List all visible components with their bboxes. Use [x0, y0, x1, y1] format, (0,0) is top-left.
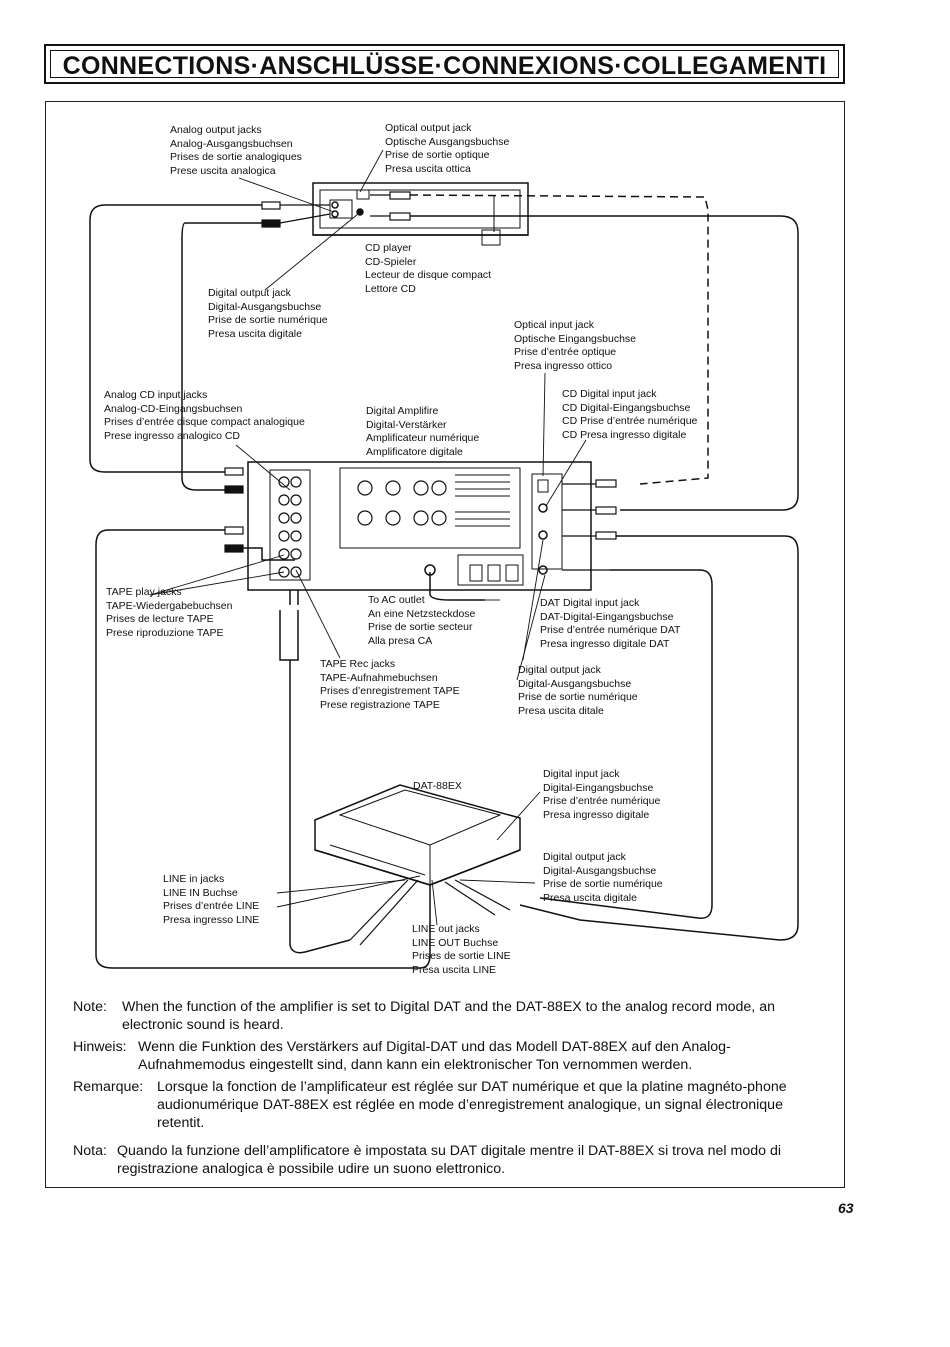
cd-player-illustration [312, 182, 529, 246]
cd-digital-input-jack [538, 503, 548, 513]
dat-digital-input-cable [519, 535, 799, 941]
digital-coax-cable-cd [410, 215, 799, 511]
note-text: Quando la funzione dell’amplificatore è … [117, 1143, 781, 1177]
page-number: 63 [838, 1200, 854, 1216]
dat-digital-input-jack [538, 530, 548, 540]
amp-digital-output-cable [539, 569, 713, 919]
label-cd-digital-input-jack: CD Digital input jack CD Digital-Eingang… [562, 388, 698, 441]
label-digital-output-jack-cd: Digital output jack Digital-Ausgangsbuch… [208, 287, 328, 340]
diagram-frame [45, 101, 845, 1188]
note-text: When the function of the amplifier is se… [122, 999, 775, 1033]
label-dat-digital-input-jack: DAT Digital input jack DAT-Digital-Einga… [540, 597, 681, 650]
dat-88ex-illustration [314, 784, 521, 886]
optical-input-jack [537, 479, 549, 493]
label-digital-amplifier: Digital Amplifire Digital-Verstärker Amp… [366, 405, 480, 458]
note-text: Wenn die Funktion des Verstärkers auf Di… [138, 1039, 731, 1073]
label-tape-play-jacks: TAPE play jacks TAPE-Wiedergabebuchsen P… [106, 586, 233, 639]
note-key: Hinweis: [73, 1039, 127, 1055]
note-text: Lorsque la fonction de l’amplificateur e… [157, 1079, 787, 1131]
optical-cable [409, 194, 709, 485]
tape-play-cable [95, 529, 431, 969]
analog-output-jack-l [331, 201, 339, 209]
digital-amplifier-illustration [247, 461, 592, 591]
label-dat-88ex: DAT-88EX [413, 780, 462, 792]
label-optical-input-jack: Optical input jack Optische Eingangsbuch… [514, 319, 636, 372]
label-analog-output-jacks: Analog output jacks Analog-Ausgangsbuchs… [170, 124, 302, 177]
analog-output-jack-r [331, 210, 339, 218]
digital-output-jack [356, 208, 364, 216]
label-digital-output-jack-amp: Digital output jack Digital-Ausgangsbuch… [518, 664, 638, 717]
optical-output-jack [356, 189, 370, 200]
analog-cable-cd-l [89, 204, 262, 473]
label-tape-rec-jacks: TAPE Rec jacks TAPE-Aufnahmebuchsen Pris… [320, 658, 460, 711]
ac-power-cord [429, 572, 485, 601]
label-line-out-jacks: LINE out jacks LINE OUT Buchse Prises de… [412, 923, 511, 976]
label-cd-player: CD player CD-Spieler Lecteur de disque c… [365, 242, 492, 295]
label-to-ac-outlet: To AC outlet An eine Netzsteckdose Prise… [368, 594, 476, 647]
page-title: CONNECTIONS·ANSCHLÜSSE·CONNEXIONS·COLLEG… [62, 52, 827, 80]
tape-rec-plug [279, 590, 299, 661]
digital-output-jack-amp [538, 565, 548, 575]
note-key: Note: [73, 999, 107, 1015]
analog-cable-cd-r [181, 222, 262, 491]
label-digital-input-jack-dat: Digital input jack Digital-Eingangsbuchs… [543, 768, 661, 821]
note-key: Remarque: [73, 1079, 144, 1095]
label-line-in-jacks: LINE in jacks LINE IN Buchse Prises d’en… [163, 873, 260, 926]
label-digital-output-jack-dat: Digital output jack Digital-Ausgangsbuch… [543, 851, 663, 904]
section-title-box: CONNECTIONS·ANSCHLÜSSE·CONNEXIONS·COLLEG… [44, 44, 845, 84]
label-analog-cd-input-jacks: Analog CD input jacks Analog-CD-Eingangs… [104, 389, 305, 442]
note-key: Nota: [73, 1143, 107, 1159]
label-optical-output-jack: Optical output jack Optische Ausgangsbuc… [385, 122, 510, 175]
